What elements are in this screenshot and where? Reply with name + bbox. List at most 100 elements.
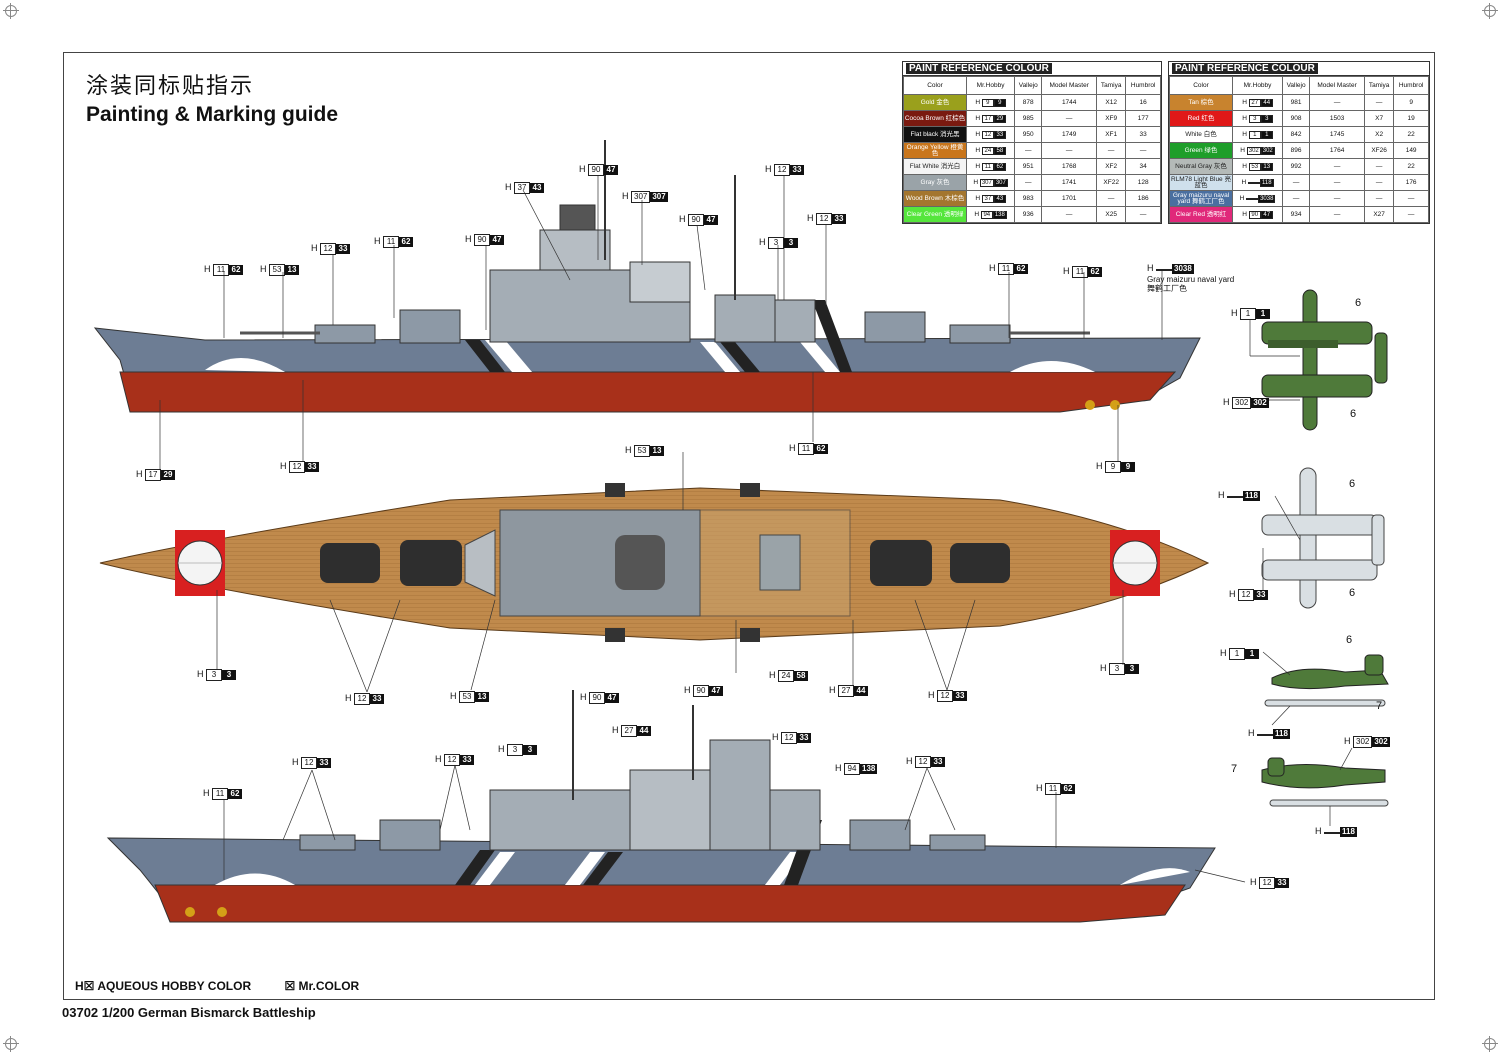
decal-number: 7 xyxy=(1376,700,1383,712)
callout: H 3038 xyxy=(1147,263,1194,274)
mr-color-code: 58 xyxy=(993,146,1006,155)
color-swatch: Gold 金色 xyxy=(903,94,967,111)
paint-table-title: PAINT REFERENCE COLOUR xyxy=(1172,63,1318,74)
legend-aqueous: H☒ AQUEOUS HOBBY COLOR xyxy=(75,979,252,993)
color-swatch: Red 红色 xyxy=(1169,110,1233,127)
aqueous-code: 12 xyxy=(981,130,994,139)
legend-mr-color: ☒ Mr.COLOR xyxy=(284,979,360,993)
aircraft-bottom-view-light xyxy=(1261,467,1385,609)
decal-number: 6 xyxy=(1355,297,1362,309)
callout: H 118 xyxy=(1315,826,1357,837)
paint-code-humbrol: — xyxy=(1125,206,1161,223)
paint-code-tamiya: X25 xyxy=(1096,206,1127,223)
mr-color-code: 1 xyxy=(1260,130,1273,139)
paint-code-vallejo: 934 xyxy=(1282,206,1311,223)
aqueous-code: 11 xyxy=(981,162,994,171)
color-swatch: White 白色 xyxy=(1169,126,1233,143)
decal-number: 6 xyxy=(1350,408,1357,420)
paint-code-vallejo: — xyxy=(1282,174,1311,191)
paint-code-humbrol: — xyxy=(1393,206,1429,223)
paint-code-tamiya: X27 xyxy=(1363,206,1395,223)
decal-number: 6 xyxy=(1346,634,1353,646)
aqueous-code: 1 xyxy=(1248,130,1261,139)
mr-color-code: 302 xyxy=(1260,146,1275,155)
aqueous-code: 27 xyxy=(1248,98,1261,107)
aircraft-side-view-2 xyxy=(1261,757,1389,807)
title-chinese: 涂装同标贴指示 xyxy=(86,74,255,99)
mr-color-code: 33 xyxy=(993,130,1006,139)
paint-table-title: PAINT REFERENCE COLOUR xyxy=(906,63,1052,74)
aqueous-code: 94 xyxy=(980,210,993,219)
mr-color-code: 13 xyxy=(1260,162,1273,171)
table-header: Tamiya xyxy=(1096,76,1127,95)
aqueous-code: 307 xyxy=(979,178,994,187)
title-english: Painting & Marking guide xyxy=(86,103,339,126)
aqueous-code: 90 xyxy=(1248,210,1261,219)
callout: H 118 xyxy=(1248,728,1290,739)
color-swatch: Clear Red 透明红 xyxy=(1169,206,1233,223)
color-swatch: Green 绿色 xyxy=(1169,142,1233,159)
mr-color-code: 43 xyxy=(993,194,1006,203)
color-swatch: Gray 灰色 xyxy=(903,174,967,191)
color-swatch: Flat black 消光黑 xyxy=(903,126,967,143)
paint-code-vallejo: 936 xyxy=(1014,206,1043,223)
paint-code-humbrol: 22 xyxy=(1393,126,1429,143)
decal-number: 7 xyxy=(1231,763,1238,775)
paint-code-humbrol: 19 xyxy=(1393,110,1429,127)
table-header: Vallejo xyxy=(1282,76,1311,95)
aqueous-code: 53 xyxy=(1248,162,1261,171)
aircraft-top-view-green xyxy=(1261,289,1388,431)
aqueous-code: 24 xyxy=(981,146,994,155)
leader-lines xyxy=(159,175,1353,883)
aqueous-code: 302 xyxy=(1246,146,1261,155)
mr-color-code: 44 xyxy=(1260,98,1273,107)
decal-number: 6 xyxy=(1349,478,1356,490)
footer-legend: H☒ AQUEOUS HOBBY COLOR ☒ Mr.COLOR xyxy=(75,979,389,993)
registration-mark-top-left xyxy=(3,3,19,19)
aqueous-code: 17 xyxy=(981,114,994,123)
aqueous-code: 3 xyxy=(1248,114,1261,123)
